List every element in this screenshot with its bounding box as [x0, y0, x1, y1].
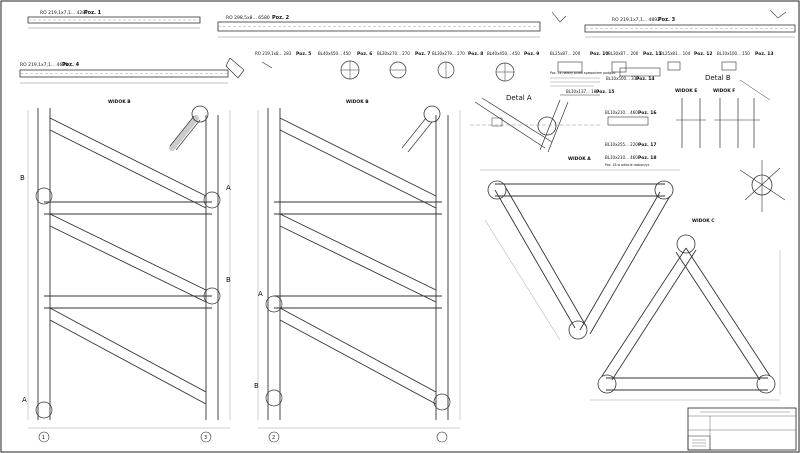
marker-b-mid: B [254, 382, 259, 390]
part-poz5: RO 219,1x8... 283 Poz. 5 [225, 51, 311, 79]
poz6-label: Poz. 6 [357, 51, 372, 57]
poz9-spec: BL40x450... 450 [487, 51, 520, 56]
part-poz9: BL40x450... 450 Poz. 9 [487, 51, 539, 82]
poz12-spec: BL25x81... 104 [660, 51, 691, 56]
part-poz10: BL25x87... 200 Poz. 10 [550, 51, 609, 73]
poz3-label: Poz. 3 [658, 17, 676, 23]
widok-c-title: WIDOK C [692, 218, 715, 224]
detal-b-title: Detal B [705, 74, 731, 82]
poz6-spec: BL40x450... 450 [318, 51, 351, 56]
part-poz13: BL10x100... 150 Poz. 13 [717, 51, 774, 71]
poz1-spec: RO 219,1x7,1... 4287 [40, 10, 88, 16]
detal-a-title: Detal A [506, 94, 532, 102]
plan-view-c: WIDOK C [590, 218, 781, 401]
poz14-spec: BL10x500... 339 [606, 76, 639, 81]
node-detail-right [739, 160, 786, 212]
poz4-spec: RO 219,1x7,1... 4639 [20, 62, 68, 68]
poz18-spec: BL10x210... 460 [605, 155, 638, 160]
marker-b-left-2: B [226, 276, 231, 284]
poz17-spec: BL10x255... 220 [605, 142, 638, 147]
poz13-spec: BL10x100... 150 [717, 51, 750, 56]
plan-view-a: WIDOK A [480, 156, 680, 341]
poz14-label: Poz. 14 [636, 76, 655, 82]
part-poz7: BL30x270... 270 Poz. 7 [377, 51, 430, 79]
poz11-spec: BL30x87... 200 [608, 51, 639, 56]
poz1-label: Poz. 1 [84, 10, 102, 16]
part-poz16: BL10x210... 460 Poz. 16 [605, 110, 657, 126]
note-weld: Poz. 18 w odlocie rozboczyc [605, 163, 650, 167]
poz4-label: Poz. 4 [62, 62, 80, 68]
axis-marker-2: 2 [272, 435, 275, 441]
part-poz18: BL10x210... 460 Poz. 18 Poz. 18 w odloci… [605, 155, 657, 167]
part-poz17: BL10x255... 220 Poz. 17 [605, 142, 657, 148]
view-f: WIDOK F [713, 88, 760, 148]
part-poz14: BL10x500... 339 Poz. 14 [606, 67, 661, 82]
poz7-label: Poz. 7 [415, 51, 430, 57]
marker-b-left-1: B [20, 174, 25, 182]
poz3-spec: RO 219,1x7,1... 4892 [612, 17, 660, 23]
part-poz12: BL25x81... 104 Poz. 12 [660, 51, 713, 71]
part-poz4: RO 219,1x7,1... 4639 Poz. 4 [19, 62, 229, 84]
poz12-label: Poz. 12 [694, 51, 713, 57]
widok-a-title: WIDOK A [568, 156, 591, 162]
widok-b-mid-title: WIDOK B [346, 99, 369, 105]
poz5-label: Poz. 5 [296, 51, 311, 57]
poz8-label: Poz. 8 [468, 51, 483, 57]
poz10-label: Poz. 10 [590, 51, 609, 57]
title-block [687, 407, 797, 451]
view-e: WIDOK E [675, 88, 706, 148]
poz2-spec: RO 298,5x8... 6580 [226, 15, 270, 21]
widok-e-title: WIDOK E [675, 88, 697, 94]
poz16-label: Poz. 16 [638, 110, 657, 116]
poz8-spec: BL30x270... 270 [432, 51, 465, 56]
detail-a: Detal A [470, 94, 600, 153]
frame-elevation-left: WIDOK B B A B A 1 [20, 99, 231, 443]
note-bend: Poz. 14 nalezy przed spawaniem podgiac [550, 71, 616, 75]
part-poz1: RO 219,1x7,1... 4287 Poz. 1 [27, 10, 201, 29]
poz10-spec: BL25x87... 200 [550, 51, 581, 56]
poz11-label: Poz. 11 [643, 51, 662, 57]
poz7-spec: BL30x270... 270 [377, 51, 410, 56]
poz13-label: Poz. 13 [755, 51, 774, 57]
poz2-label: Poz. 2 [272, 15, 290, 21]
marker-a-left-1: A [226, 184, 231, 192]
poz5-spec: RO 219,1x8... 283 [255, 51, 292, 56]
part-poz3: RO 219,1x7,1... 4892 Poz. 3 [551, 9, 796, 38]
widok-f-title: WIDOK F [713, 88, 735, 94]
poz15-spec: BL10x137... 180 [566, 89, 599, 94]
axis-marker-1: 1 [42, 435, 45, 441]
notes-block: Poz. 14 nalezy przed spawaniem podgiac [550, 71, 616, 87]
detail-b: Detal B [705, 74, 771, 101]
marker-a-left-2: A [22, 396, 27, 404]
part-poz15: BL10x137... 180 Poz. 15 [560, 89, 615, 96]
part-poz2: RO 298,5x8... 6580 Poz. 2 [217, 15, 541, 38]
poz9-label: Poz. 9 [524, 51, 539, 57]
axis-marker-3: 3 [204, 435, 207, 441]
poz16-spec: BL10x210... 460 [605, 110, 638, 115]
widok-b-left-title: WIDOK B [108, 99, 131, 105]
frame-elevation-middle: WIDOK B A B 2 [254, 99, 461, 443]
poz15-label: Poz. 15 [596, 89, 615, 95]
part-poz6: BL40x450... 450 Poz. 6 [318, 51, 372, 80]
poz18-label: Poz. 18 [638, 155, 657, 161]
part-poz8: BL30x270... 270 Poz. 8 [432, 51, 483, 79]
part-poz11: BL30x87... 200 Poz. 11 [608, 51, 662, 73]
marker-a-mid: A [258, 290, 263, 298]
poz17-label: Poz. 17 [638, 142, 657, 148]
